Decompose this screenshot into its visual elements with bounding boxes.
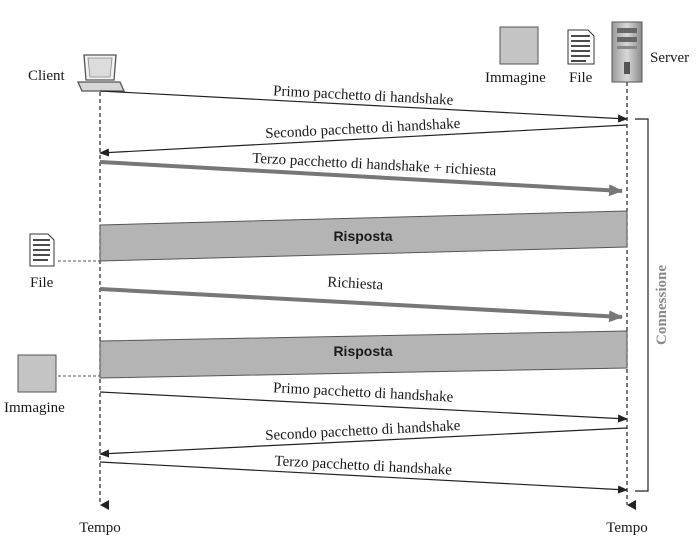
arrow-primo-handshake (99, 90, 628, 123)
server-image-label: Immagine (485, 70, 546, 86)
laptop-icon (76, 54, 126, 92)
label-risposta-2: Risposta (333, 343, 392, 359)
left-image-label: Immagine (4, 400, 65, 416)
response-band-1 (99, 210, 628, 262)
label-secondo-handshake: Secondo pacchetto di handshake (265, 116, 461, 142)
left-image-icon (17, 354, 57, 393)
arrow-terzo-handshake (99, 461, 628, 494)
label-terzo-handshake-richiesta: Terzo pacchetto di handshake + richiesta (252, 151, 497, 180)
image-icon (499, 26, 539, 65)
response-band-2 (99, 330, 628, 379)
arrow-primo-handshake-2 (99, 391, 628, 423)
connection-label: Connessione (654, 265, 670, 345)
arrow-richiesta (99, 287, 623, 323)
label-risposta-1: Risposta (333, 228, 392, 244)
arrow-secondo-handshake-2 (99, 427, 628, 458)
label-richiesta: Richiesta (327, 275, 384, 294)
label-secondo-handshake-2: Secondo pacchetto di handshake (265, 418, 461, 444)
arrow-secondo-handshake (99, 124, 628, 157)
connection-bracket (635, 118, 649, 492)
left-file-icon (29, 233, 55, 267)
time-label-server: Tempo (606, 520, 647, 536)
server-icon (611, 21, 643, 83)
left-file-label: File (30, 275, 54, 291)
client-label: Client (28, 68, 65, 84)
server-file-label: File (569, 70, 593, 86)
label-terzo-handshake: Terzo pacchetto di handshake (274, 453, 453, 478)
arrow-terzo-handshake-richiesta (99, 160, 623, 197)
file-icon (567, 29, 595, 65)
time-label-client: Tempo (79, 520, 120, 536)
server-label: Server (650, 50, 689, 66)
